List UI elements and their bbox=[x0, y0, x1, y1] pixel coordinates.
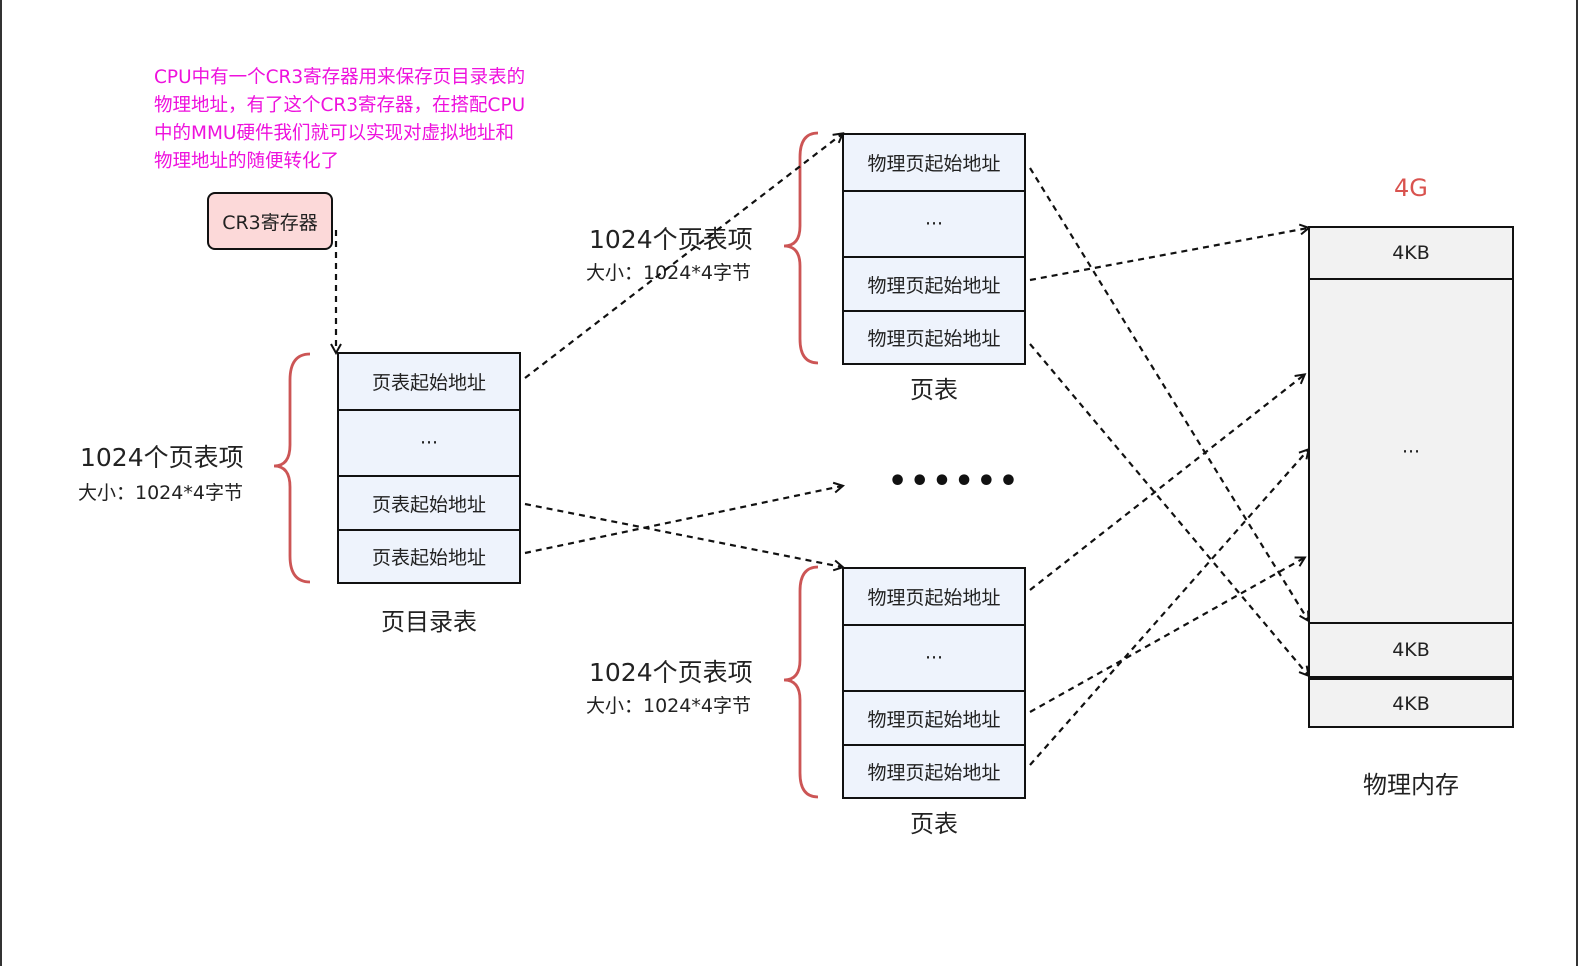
note-line-3: 中的MMU硬件我们就可以实现对虚拟地址和 bbox=[154, 123, 514, 144]
page-table-entry: 物理页起始地址 bbox=[844, 690, 1024, 744]
page-directory-entry: 页表起始地址 bbox=[339, 475, 519, 529]
cr3-note: CPU中有一个CR3寄存器用来保存页目录表的 物理地址，有了这个CR3寄存器，在… bbox=[154, 64, 564, 176]
physical-memory-block: 4KB ··· 4KB 4KB bbox=[1308, 226, 1514, 728]
brace-page-table-top bbox=[783, 131, 819, 365]
memory-page: 4KB bbox=[1310, 622, 1512, 676]
note-line-1: CPU中有一个CR3寄存器用来保存页目录表的 bbox=[154, 67, 526, 88]
page-table-top: 物理页起始地址 ··· 物理页起始地址 物理页起始地址 bbox=[842, 133, 1026, 365]
page-directory-count: 1024个页表项 bbox=[80, 443, 244, 472]
arrow-directory-to-more-tables bbox=[524, 486, 842, 555]
arrow-directory-to-bottom-table bbox=[524, 502, 842, 567]
page-table-entry: 物理页起始地址 bbox=[844, 310, 1024, 362]
arrow-bottom-entry1-to-memory bbox=[1029, 375, 1304, 591]
page-table-entry: 物理页起始地址 bbox=[867, 153, 1001, 175]
page-table-bottom-count: 1024个页表项 bbox=[589, 658, 753, 687]
page-directory-entry: 页表起始地址 bbox=[371, 372, 486, 394]
page-table-top-size: 大小：1024*4字节 bbox=[586, 262, 751, 284]
memory-top-label: 4G bbox=[1394, 174, 1428, 202]
page-directory-ellipsis: ··· bbox=[339, 409, 519, 475]
page-directory-entry: 页表起始地址 bbox=[339, 529, 519, 581]
memory-page: 4KB bbox=[1310, 676, 1512, 727]
frame-right-border bbox=[1576, 0, 1578, 966]
frame-left-border bbox=[0, 0, 2, 966]
arrow-directory-to-top-table bbox=[524, 134, 842, 379]
page-table-entry: 物理页起始地址 bbox=[844, 744, 1024, 796]
page-table-bottom: 物理页起始地址 ··· 物理页起始地址 物理页起始地址 bbox=[842, 567, 1026, 799]
page-directory-caption: 页目录表 bbox=[381, 608, 477, 636]
arrow-top-entry3-to-memory bbox=[1029, 228, 1308, 282]
brace-page-directory bbox=[273, 352, 311, 584]
note-line-2: 物理地址，有了这个CR3寄存器，在搭配CPU bbox=[154, 95, 526, 116]
arrow-bottom-entry3-to-memory bbox=[1029, 558, 1304, 713]
note-line-4: 物理地址的随便转化了 bbox=[154, 151, 340, 172]
page-table-top-count: 1024个页表项 bbox=[589, 225, 753, 254]
page-table-ellipsis: ··· bbox=[844, 624, 1024, 690]
cr3-register-box: CR3寄存器 bbox=[207, 192, 333, 250]
page-table-entry: 物理页起始地址 bbox=[867, 587, 1001, 609]
more-page-tables-ellipsis: •••••• bbox=[888, 464, 1022, 499]
cr3-register-label: CR3寄存器 bbox=[222, 211, 318, 234]
page-table-top-caption: 页表 bbox=[910, 376, 958, 404]
brace-page-table-bottom bbox=[783, 565, 819, 799]
arrow-bottom-entry4-to-memory bbox=[1029, 450, 1308, 766]
arrow-top-entry1-to-memory bbox=[1029, 167, 1308, 620]
physical-memory-caption: 物理内存 bbox=[1363, 771, 1459, 799]
page-table-bottom-caption: 页表 bbox=[910, 810, 958, 838]
page-table-bottom-size: 大小：1024*4字节 bbox=[586, 695, 751, 717]
page-table-ellipsis: ··· bbox=[844, 190, 1024, 256]
page-directory-table: 页表起始地址 ··· 页表起始地址 页表起始地址 bbox=[337, 352, 521, 584]
page-table-entry: 物理页起始地址 bbox=[844, 256, 1024, 310]
memory-page-top: 4KB bbox=[1310, 228, 1512, 280]
memory-ellipsis: ··· bbox=[1401, 441, 1421, 463]
page-directory-size: 大小：1024*4字节 bbox=[78, 482, 243, 504]
